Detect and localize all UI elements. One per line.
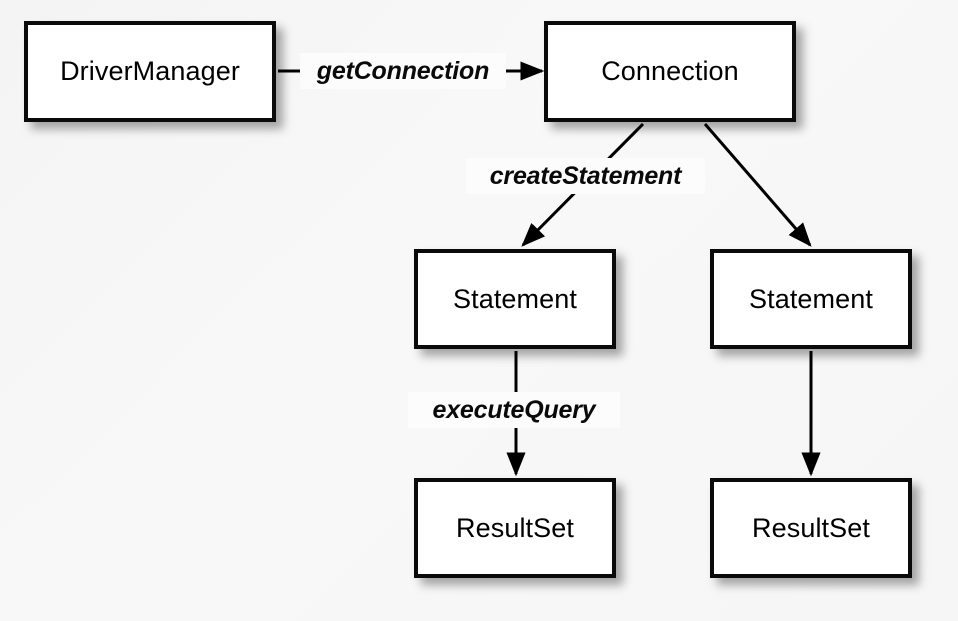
node-drivermanager[interactable]: DriverManager xyxy=(24,21,276,122)
node-statement-right[interactable]: Statement xyxy=(710,249,912,349)
node-resultset-right[interactable]: ResultSet xyxy=(710,478,912,578)
node-connection-label: Connection xyxy=(601,56,739,86)
node-resultset-left[interactable]: ResultSet xyxy=(414,478,616,578)
edge-connection-to-statement-right xyxy=(703,123,812,247)
edge-label-createstatement: createStatement xyxy=(466,158,705,194)
node-statement-left[interactable]: Statement xyxy=(414,249,616,349)
edge-label-executequery: executeQuery xyxy=(408,392,620,428)
node-resultset-right-label: ResultSet xyxy=(752,512,870,543)
node-connection[interactable]: Connection xyxy=(544,21,796,122)
node-statement-left-label: Statement xyxy=(453,283,577,314)
node-drivermanager-label: DriverManager xyxy=(60,56,240,86)
node-resultset-left-label: ResultSet xyxy=(456,512,574,543)
node-statement-right-label: Statement xyxy=(749,283,873,314)
edge-label-getconnection: getConnection xyxy=(300,53,506,89)
